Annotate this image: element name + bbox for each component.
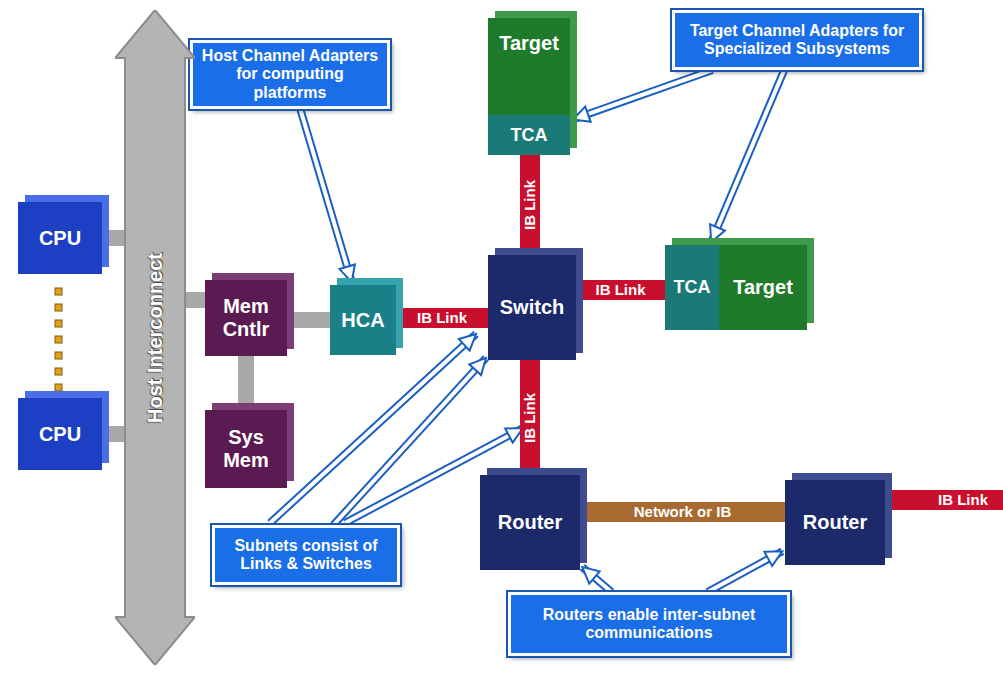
- callout-text: Target Channel Adapters for Specialized …: [683, 22, 911, 59]
- callout-text: Subnets consist of Links & Switches: [223, 537, 389, 574]
- ib-link-bar: [885, 490, 1003, 510]
- node-label: TCA: [674, 277, 711, 298]
- callout-arrow: [711, 70, 784, 242]
- node-label: TCA: [511, 125, 548, 146]
- node-label: Router: [498, 511, 562, 534]
- node-label: HCA: [341, 309, 384, 332]
- node-label: Mem Cntlr: [209, 295, 283, 341]
- link-label: IB Link: [521, 389, 539, 445]
- callout-arrow: [300, 109, 351, 282]
- node-label: Target: [733, 276, 793, 299]
- callout-arrow: [573, 70, 713, 119]
- ib-link-bar: [576, 290, 665, 291]
- node-label: Switch: [500, 296, 564, 319]
- target-box: Target TCA: [665, 245, 807, 330]
- node-label: CPU: [39, 423, 81, 446]
- link-label: IB Link: [935, 491, 991, 509]
- router-box: Router: [480, 475, 580, 570]
- callout: Target Channel Adapters for Specialized …: [672, 10, 922, 70]
- hca-box: HCA: [330, 285, 396, 355]
- bus-connector: [246, 356, 247, 410]
- host-interconnect-arrow: Host Interconnect: [115, 10, 195, 665]
- callout-text: Host Channel Adapters for computing plat…: [201, 47, 379, 102]
- link-label: IB Link: [592, 281, 648, 299]
- link-label: IB Link: [521, 177, 539, 233]
- cpu-box: CPU: [18, 202, 102, 274]
- callout: Routers enable inter-subnet communicatio…: [508, 592, 790, 656]
- callout-arrow: [582, 567, 611, 592]
- bus-connector: [287, 320, 330, 321]
- ib-link-bar: [530, 360, 531, 475]
- system-memory-box: Sys Mem: [205, 410, 287, 488]
- network-link-bar: [580, 512, 785, 513]
- node-label: Target: [499, 32, 559, 55]
- tca-box: TCA: [665, 245, 719, 330]
- callout-arrow: [708, 551, 783, 592]
- memory-controller-box: Mem Cntlr: [205, 280, 287, 356]
- node-label: Sys Mem: [209, 426, 283, 472]
- callout-text: Routers enable inter-subnet communicatio…: [519, 606, 779, 643]
- callout-arrow: [333, 358, 486, 525]
- router-box: Router: [785, 480, 885, 565]
- callout: Subnets consist of Links & Switches: [212, 525, 400, 585]
- switch-box: Switch: [488, 255, 576, 360]
- link-label: IB Link: [414, 309, 470, 327]
- link-label: Network or IB: [631, 503, 735, 521]
- node-label: CPU: [39, 227, 81, 250]
- cpu-box: CPU: [18, 398, 102, 470]
- target-box: TargetTCA: [488, 18, 570, 155]
- tca-box: TCA: [488, 115, 570, 155]
- ib-link-bar: [530, 155, 531, 255]
- ib-link-bar: [396, 318, 488, 319]
- callout: Host Channel Adapters for computing plat…: [190, 40, 390, 109]
- cpu-ellipsis-dots: [55, 288, 62, 391]
- node-label: Router: [803, 511, 867, 534]
- node-label: Host Interconnect: [144, 252, 167, 422]
